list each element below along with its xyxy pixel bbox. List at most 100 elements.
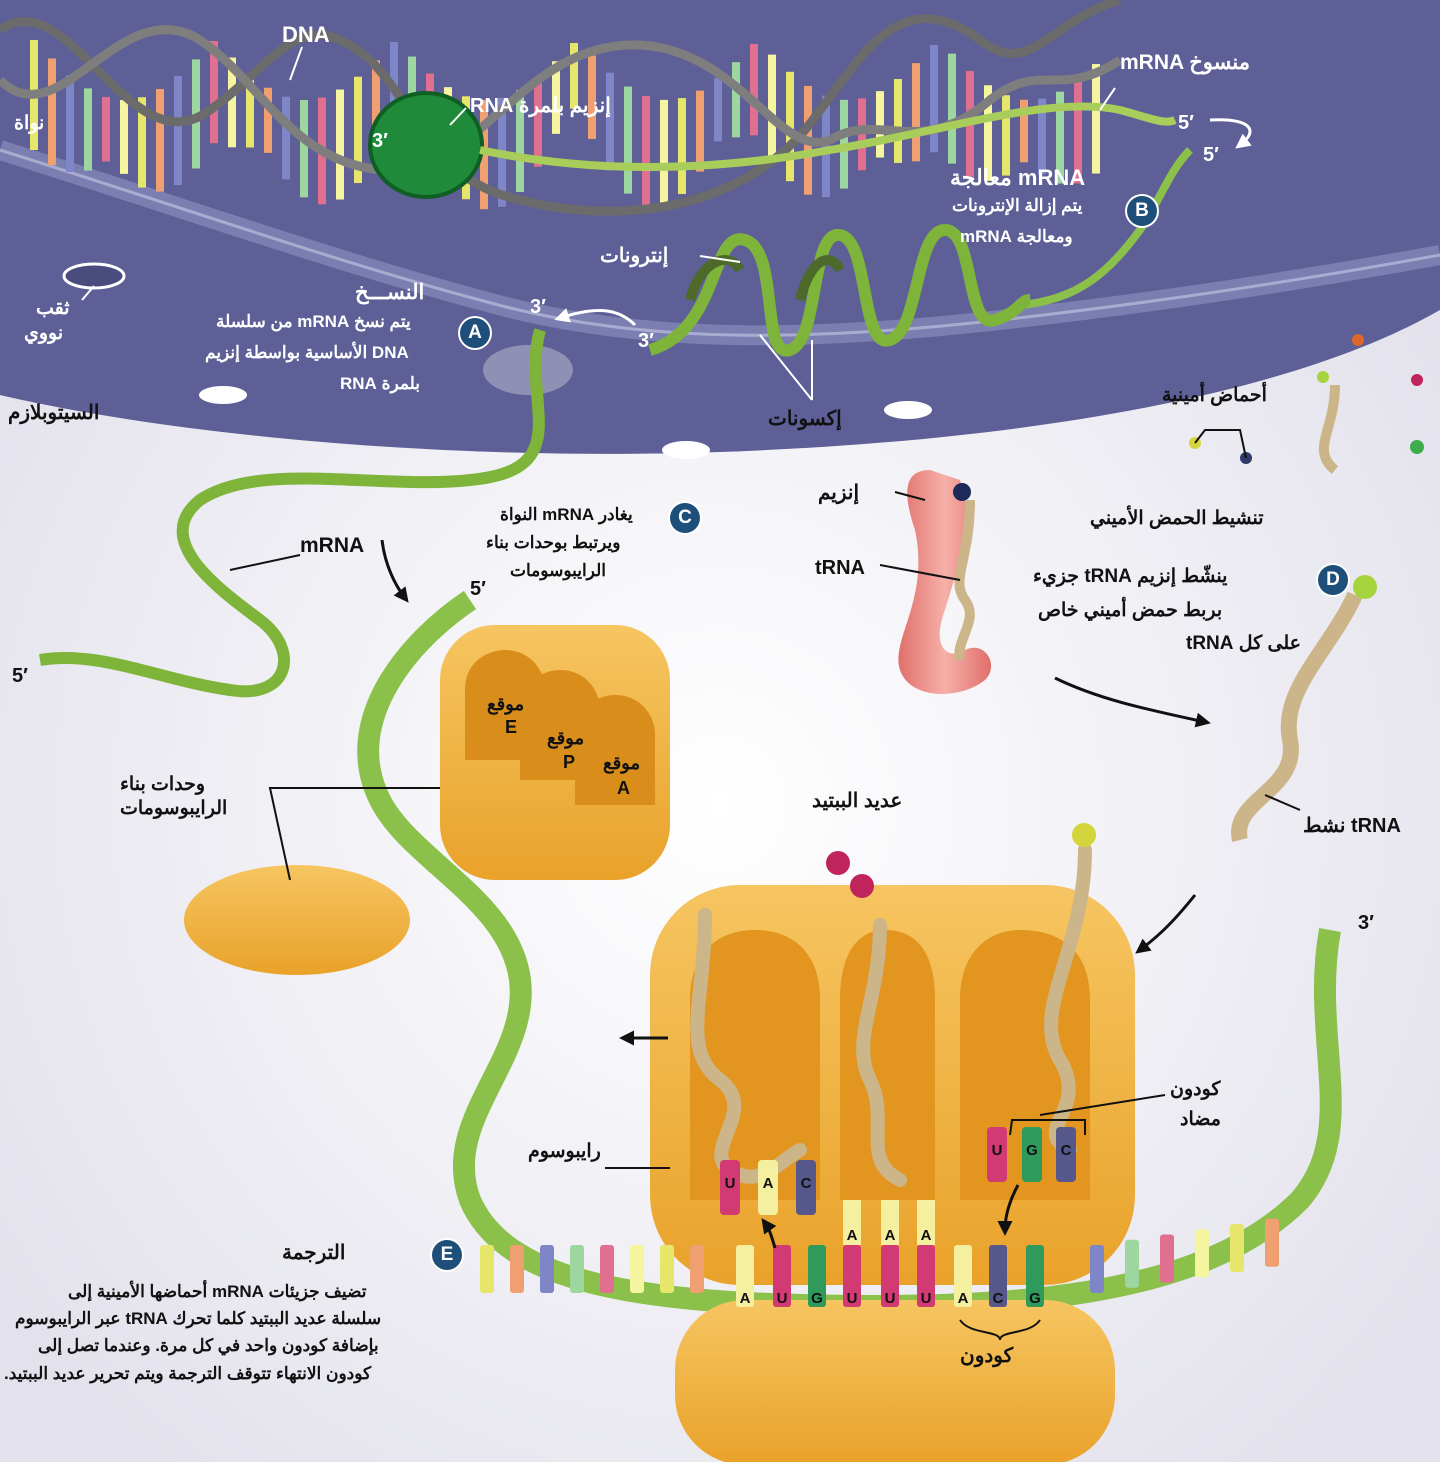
anticodon-base — [758, 1160, 778, 1215]
step-e-line1: تضيف جزيئات mRNA أحماضها الأمينية إلى — [68, 1282, 367, 1301]
step-c-line1: يغادر mRNA النواة — [500, 505, 633, 524]
processed-mrna — [1019, 147, 1193, 309]
dna-base-pair — [606, 72, 614, 171]
dna-base-pair — [714, 78, 722, 142]
ribosome-mrna-5prime: 5′ — [470, 578, 486, 600]
dna-base-pair — [876, 91, 884, 158]
anticodon-base — [1056, 1127, 1076, 1182]
step-a-line3: بلمرة RNA — [340, 374, 421, 393]
mrna-codon-letter: U — [847, 1290, 858, 1307]
dna-base-pair — [894, 79, 902, 163]
transcript-5prime-a: 5′ — [1178, 112, 1194, 134]
transcribed-mrna — [479, 102, 1177, 171]
mrna-codon-base — [736, 1245, 754, 1307]
step-b-line2: ومعالجة mRNA — [960, 227, 1073, 246]
anticodon-letter: C — [1061, 1142, 1072, 1159]
step-e-marker: E — [432, 1240, 462, 1270]
mrna-codon-letter: G — [811, 1290, 823, 1307]
mrna-codon-letter: A — [740, 1290, 751, 1307]
dna-base-pair — [408, 56, 416, 121]
trna-synthetase-enzyme — [898, 470, 992, 694]
site-p-label-1: موقع — [547, 728, 585, 748]
step-e-line4: كودون الانتهاء تتوقف الترجمة ويتم تحرير … — [4, 1364, 372, 1383]
mrna-strand-base — [480, 1245, 494, 1293]
anticodon-letter: A — [763, 1175, 774, 1192]
dna-base-pair — [1074, 79, 1082, 184]
mrna-strand-base — [600, 1245, 614, 1293]
dna-base-pair — [264, 87, 272, 153]
mrna-codon-base — [808, 1245, 826, 1307]
nucleus-label: نواة — [14, 113, 45, 134]
dna-base-pair — [588, 55, 596, 139]
step-d-line2: بربط حمض أميني خاص — [1038, 600, 1223, 621]
export-3prime-b: 3′ — [638, 330, 654, 352]
dna-base-pair — [984, 85, 992, 181]
anticodon-letter: U — [725, 1175, 736, 1192]
transcript-5prime-b: 5′ — [1203, 144, 1219, 166]
mrna-strand-base — [660, 1245, 674, 1293]
amino-acid-bracket — [1194, 429, 1247, 459]
ribosome-small-body — [675, 1300, 1115, 1462]
dna-base-pair — [930, 44, 938, 153]
step-d-line1: ينشّط إنزيم tRNA جزيء — [1033, 566, 1228, 587]
export-3prime-a: 3′ — [530, 296, 546, 318]
polypeptide-label: عديد الببتيد — [812, 790, 903, 812]
dna-base-pair — [174, 75, 182, 186]
dna-strand-b — [0, 25, 1123, 175]
dna-base-pair — [84, 88, 92, 171]
mrna-strand-base — [1125, 1239, 1139, 1288]
mrna-codon-base — [989, 1245, 1007, 1307]
mrna-strand-base — [1230, 1224, 1244, 1272]
step-d-marker: D — [1318, 565, 1348, 595]
middle-anticodon-letter: A — [921, 1227, 932, 1244]
free-trna — [954, 499, 975, 662]
step-c-line3: الرايبوسومات — [510, 561, 606, 580]
step-a-marker: A — [460, 318, 490, 348]
trna-label: tRNA — [815, 557, 865, 579]
dna-base-pair — [786, 71, 794, 182]
cytoplasm-label: السيتوبلازم — [8, 402, 100, 424]
dna-base-pair — [678, 98, 686, 195]
dna-base-pair — [354, 76, 362, 184]
anticodon-letter: C — [801, 1175, 812, 1192]
dna-base-pair — [66, 75, 74, 173]
dna-base-pair — [48, 58, 56, 166]
site-a-label-2: A — [617, 778, 630, 798]
amino-acids-label: أحماض أمينية — [1162, 385, 1267, 406]
anticodon-letter: U — [992, 1142, 1003, 1159]
mrna-codon-base — [773, 1245, 791, 1307]
dna-base-pair — [750, 43, 758, 136]
small-subunit — [184, 865, 410, 975]
dna-base-pair — [282, 96, 290, 180]
rna-polymerase — [368, 91, 484, 199]
mrna-codon-letter: C — [993, 1290, 1004, 1307]
ribosome-mrna-3prime: 3′ — [1358, 912, 1374, 934]
mrna-codon-letter: G — [1029, 1290, 1041, 1307]
dna-base-pair — [912, 63, 920, 162]
anticodon-base — [987, 1127, 1007, 1182]
dna-base-pair — [696, 90, 704, 172]
dna-base-pair — [336, 89, 344, 200]
anticodon-letter: G — [1026, 1142, 1038, 1159]
step-a-line1: يتم نسخ mRNA من سلسلة — [216, 312, 411, 331]
dna-base-pair — [102, 96, 110, 162]
dna-base-pair — [120, 99, 128, 174]
dna-base-pair — [1038, 98, 1046, 175]
dna-base-pair — [948, 53, 956, 164]
dna-base-pair — [228, 57, 236, 148]
step-e-line3: بإضافة كودون واحد في كل مرة. وعندما تصل … — [38, 1336, 379, 1355]
dna-base-pair — [210, 40, 218, 144]
dna-base-pair — [372, 60, 380, 157]
mrna-codon-base — [1026, 1245, 1044, 1307]
dna-base-pair — [1056, 91, 1064, 184]
subunits-label-2: الرايبوسومات — [120, 798, 228, 819]
dna-base-pair — [246, 74, 254, 148]
mrna-codon-letter: U — [921, 1290, 932, 1307]
middle-anticodon-base — [843, 1200, 861, 1245]
step-c-marker: C — [670, 503, 700, 533]
polymerase-3prime: 3′ — [372, 130, 388, 152]
mrna-codon-letter: U — [777, 1290, 788, 1307]
mrna-codon-base — [881, 1245, 899, 1307]
